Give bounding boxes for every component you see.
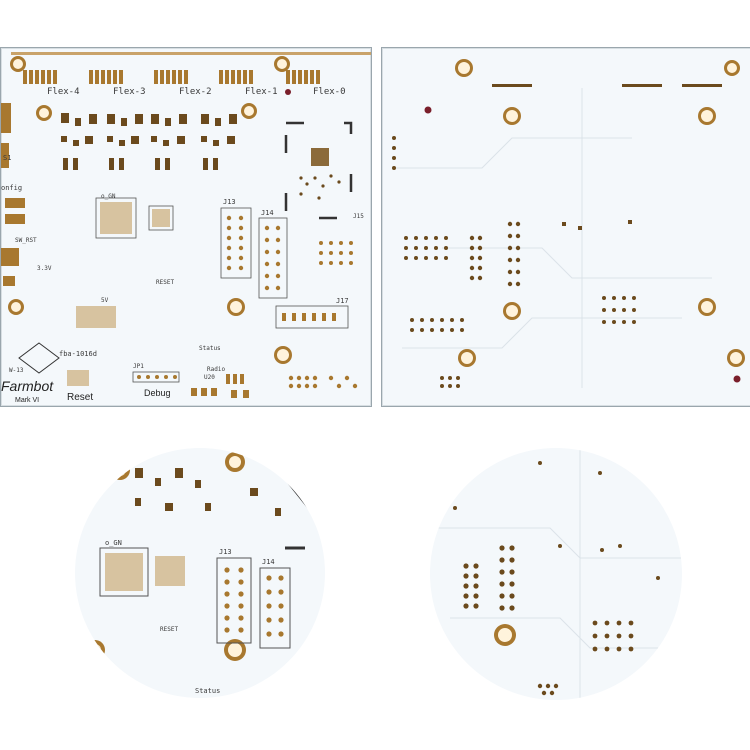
reset-label: Reset <box>67 392 93 403</box>
pcb-front-board: Flex-4 Flex-3 Flex-2 Flex-1 Flex-0 S1 on… <box>0 47 372 407</box>
via-icon <box>424 106 741 383</box>
gn-label: o_GN <box>101 193 116 200</box>
pcb-front-artwork: Flex-4 Flex-3 Flex-2 Flex-1 Flex-0 S1 on… <box>1 52 371 404</box>
reset-switch <box>67 370 89 386</box>
board-title: Farmbot <box>1 378 54 394</box>
3v3-label: 3.3V <box>37 265 52 272</box>
flex-label-1: Flex-1 <box>245 87 278 97</box>
reset-small-label: RESET <box>156 279 174 286</box>
via-icon <box>285 89 291 95</box>
board-subtitle: Mark VI <box>15 397 39 404</box>
pcb-back-artwork <box>392 59 745 388</box>
zoom-j13-label: J13 <box>219 548 232 556</box>
flex-connectors <box>11 52 371 84</box>
flex-label-2: Flex-2 <box>179 87 212 97</box>
flex-label-0: Flex-0 <box>313 87 346 97</box>
flex-label-4: Flex-4 <box>47 87 80 97</box>
driver-components <box>61 113 237 170</box>
connector-icon <box>226 215 281 291</box>
jp1-label: JP1 <box>133 363 144 370</box>
zoom-gn-label: o_GN <box>105 539 122 547</box>
part-number: fba-1016d <box>59 350 97 358</box>
processor-outline <box>284 121 353 220</box>
zoom-back-detail <box>430 448 682 700</box>
zoom-reset-small-label: RESET <box>160 626 178 633</box>
j14-header <box>258 217 288 299</box>
w13-label: W-13 <box>9 367 24 374</box>
zoom-status-label: Status <box>195 687 220 695</box>
back-pads <box>392 136 636 388</box>
u20-label: U20 <box>204 374 215 381</box>
zoom-front-detail: o_GN J13 J14 RESET Status <box>75 448 325 698</box>
radio-label: Radio <box>207 366 225 373</box>
back-pads <box>453 461 660 696</box>
pcb-back-board <box>381 47 750 407</box>
j17-header <box>275 305 349 329</box>
fiducial-mark <box>18 342 60 374</box>
processor-chip <box>311 148 329 166</box>
chip-icon <box>95 197 174 239</box>
j13-header <box>220 207 252 279</box>
zoom-front-artwork: o_GN J13 J14 RESET Status <box>85 452 325 695</box>
mounting-hole-icon <box>455 59 745 367</box>
j15-label: J15 <box>353 213 364 220</box>
mounting-hole-icon <box>8 56 292 364</box>
mounting-hole-icon <box>494 624 516 646</box>
mounting-hole-icon <box>85 452 246 661</box>
j17-label: J17 <box>336 297 349 305</box>
j14-label: J14 <box>261 209 274 217</box>
s1-label: S1 <box>3 154 11 162</box>
debug-label: Debug <box>144 388 171 398</box>
chip-icon <box>99 547 149 597</box>
flex-label-3: Flex-3 <box>113 87 146 97</box>
j13-label: J13 <box>223 198 236 206</box>
left-edge-components <box>1 103 25 286</box>
zoom-back-artwork <box>430 448 682 700</box>
zoom-j14-label: J14 <box>262 558 275 566</box>
config-label: onfig <box>1 184 22 192</box>
debug-header <box>132 371 180 383</box>
status-label: Status <box>199 345 221 352</box>
pad-grid <box>288 241 358 389</box>
sw-rst-label: SW_RST <box>15 237 37 244</box>
5v-label: 5V <box>101 297 109 304</box>
power-module <box>76 306 116 328</box>
